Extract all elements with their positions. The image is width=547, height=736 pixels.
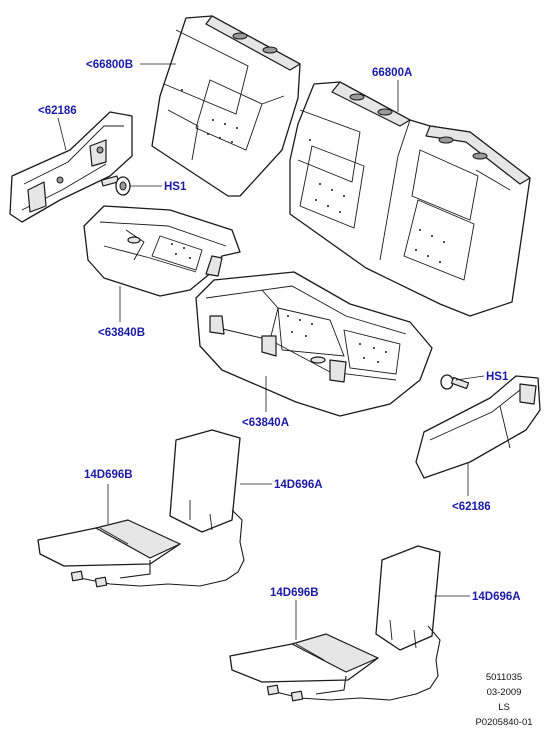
- callout-hs1-right: HS1: [486, 371, 509, 383]
- callout-66800b: <66800B: [86, 59, 133, 71]
- backrest-left[interactable]: [151, 15, 301, 197]
- footer-date: 03-2009: [487, 687, 522, 698]
- heater-assembly-upper[interactable]: [37, 429, 245, 588]
- callout-hs1-left: HS1: [164, 181, 187, 193]
- cushion-right[interactable]: [195, 271, 433, 417]
- callout-66800a: 66800A: [372, 67, 412, 79]
- bolt-left[interactable]: [100, 175, 131, 196]
- side-trim-left[interactable]: [9, 111, 133, 223]
- heater-assembly-lower[interactable]: [229, 545, 441, 702]
- footer-code: 5011035: [486, 672, 522, 683]
- backrest-right[interactable]: [289, 81, 531, 317]
- callout-14d696a-lower: 14D696A: [472, 591, 521, 603]
- leader-lines: [57, 63, 485, 640]
- cushion-left[interactable]: [83, 205, 241, 297]
- footer-variant: LS: [498, 702, 510, 713]
- callout-63840b: <63840B: [98, 327, 145, 339]
- bolt-right[interactable]: [440, 374, 470, 390]
- callout-63840a: <63840A: [242, 417, 289, 429]
- callout-14d696b-lower: 14D696B: [270, 587, 319, 599]
- callout-62186-left: <62186: [38, 105, 77, 117]
- side-trim-right[interactable]: [415, 375, 541, 479]
- callout-14d696b-upper: 14D696B: [84, 469, 133, 481]
- callout-14d696a-upper: 14D696A: [274, 479, 323, 491]
- callout-62186-right: <62186: [452, 501, 491, 513]
- footer-reference: P0205840-01: [475, 717, 532, 728]
